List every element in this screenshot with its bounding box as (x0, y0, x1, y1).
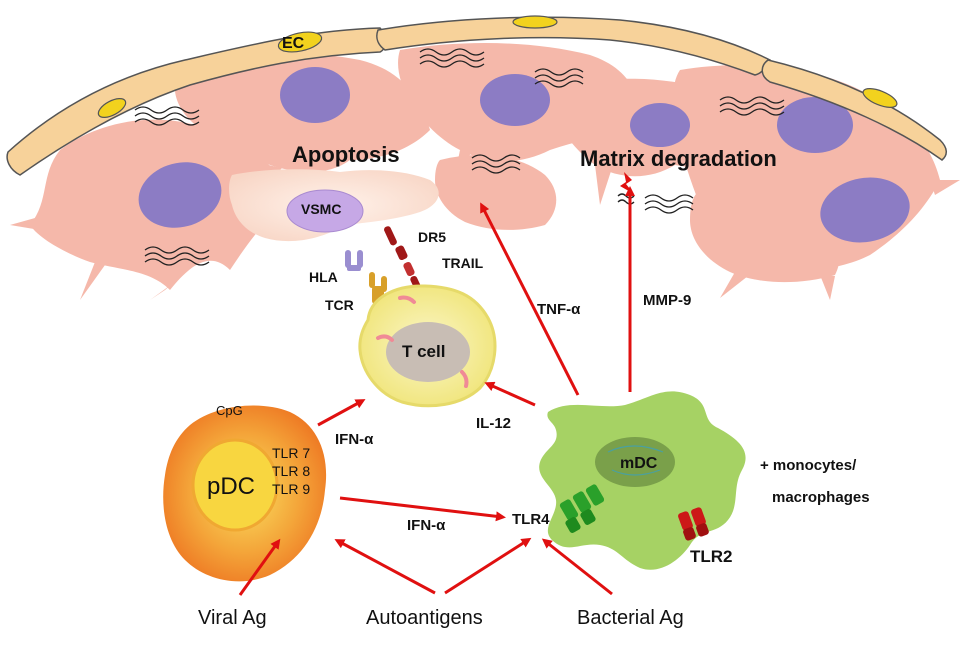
cell-nucleus (777, 97, 853, 153)
ec-label: EC (282, 35, 305, 52)
tlr7-label: TLR 7 (272, 445, 310, 461)
smooth-muscle-cell (690, 186, 840, 283)
tnf-alpha-label: TNF-α (537, 301, 581, 318)
endothelial-cell (376, 16, 772, 76)
ifn-alpha-label-upper: IFN-α (335, 431, 374, 448)
t-cell (358, 284, 497, 408)
matrix-degradation-label: Matrix degradation (580, 146, 777, 171)
macrophages-label: macrophages (772, 489, 870, 506)
apoptosis-label: Apoptosis (292, 142, 400, 167)
arrow-ifn-to-tcell (317, 399, 366, 427)
cell-nucleus (138, 162, 222, 228)
arrow-autoantigen-to-tlr4 (444, 537, 532, 595)
collagen-fiber-icon (719, 96, 785, 116)
mmp9-label: MMP-9 (643, 292, 691, 309)
collagen-fiber-icon (534, 68, 584, 88)
endothelium-layer (6, 15, 947, 176)
dr5-label: DR5 (418, 229, 446, 245)
ec-nucleus (277, 31, 323, 53)
t-cell-label: T cell (402, 342, 445, 361)
arrow-tnf-to-apoptosis (480, 202, 580, 396)
pdc-label: pDC (207, 473, 255, 500)
cell-extension (80, 262, 105, 300)
ec-nucleus (512, 15, 558, 29)
cell-nucleus (280, 67, 350, 123)
arrow-ifn-to-tlr4 (339, 496, 506, 522)
arrow-il12-to-tcell (484, 381, 536, 407)
tlr8-label: TLR 8 (272, 463, 310, 479)
dr5-trail-receptor-icon (384, 226, 421, 290)
arrows (238, 186, 635, 596)
cell-extension (150, 284, 172, 300)
cpg-label: CpG (216, 403, 243, 418)
degraded-fiber-icon (617, 193, 635, 205)
mdc-organelle (611, 469, 661, 476)
autoantigens-label: Autoantigens (366, 607, 483, 629)
tlr9-label: TLR 9 (272, 481, 310, 497)
vsmc-label: VSMC (301, 201, 341, 217)
tlr4-receptor-icon (559, 484, 605, 533)
smooth-muscle-layer (10, 43, 960, 300)
t-cell-granule (376, 334, 394, 342)
cell-extension (820, 275, 835, 300)
t-cell-granule (398, 295, 416, 304)
cell-nucleus (820, 177, 910, 243)
tcr-label: TCR (325, 297, 354, 313)
cell-nucleus (630, 103, 690, 147)
tlr2-label: TLR2 (690, 547, 733, 566)
endothelial-cell (6, 27, 387, 176)
matrix-damage-bolt-icon (620, 172, 634, 194)
monocytes-label: + monocytes/ (760, 457, 857, 474)
cell-extension (930, 180, 960, 195)
cell-extension (595, 165, 612, 205)
mdc-cell (539, 391, 746, 570)
collagen-fiber-icon (644, 194, 694, 214)
matrix-fibers (134, 48, 785, 266)
collagen-fiber-icon (471, 154, 521, 174)
pdc-nucleus (191, 438, 279, 532)
mdc-label: mDC (620, 455, 658, 472)
cell-extension (720, 272, 748, 298)
collagen-fiber-icon (419, 48, 485, 68)
mdc-organelle (607, 445, 664, 453)
il12-label: IL-12 (476, 415, 511, 432)
smooth-muscle-cell (435, 155, 557, 230)
cell-nucleus (480, 74, 550, 126)
hla-label: HLA (309, 269, 338, 285)
ec-nucleus (97, 98, 127, 118)
arrow-autoantigen-to-pdc (334, 539, 436, 595)
t-cell-nucleus (386, 322, 470, 382)
ifn-alpha-label-lower: IFN-α (407, 517, 446, 534)
tlr4-label: TLR4 (512, 511, 550, 528)
hla-receptor-icon (345, 250, 363, 271)
vsmc-cell (229, 169, 439, 242)
arrow-bacterial-to-tlr4 (541, 538, 613, 596)
cell-extension (10, 218, 40, 230)
t-cell-granule (460, 370, 469, 388)
collagen-fiber-icon (134, 106, 200, 126)
viral-ag-label: Viral Ag (198, 607, 267, 629)
trail-label: TRAIL (442, 255, 484, 271)
tlr2-receptor-icon (678, 507, 709, 541)
vsmc-nucleus (286, 189, 364, 233)
collagen-fiber-icon (144, 246, 210, 266)
pdc-cell (163, 405, 327, 582)
arrow-viral-to-pdc (238, 538, 281, 596)
cell-extension (455, 150, 472, 175)
bacterial-ag-label: Bacterial Ag (577, 607, 684, 629)
ec-nucleus (862, 88, 898, 108)
